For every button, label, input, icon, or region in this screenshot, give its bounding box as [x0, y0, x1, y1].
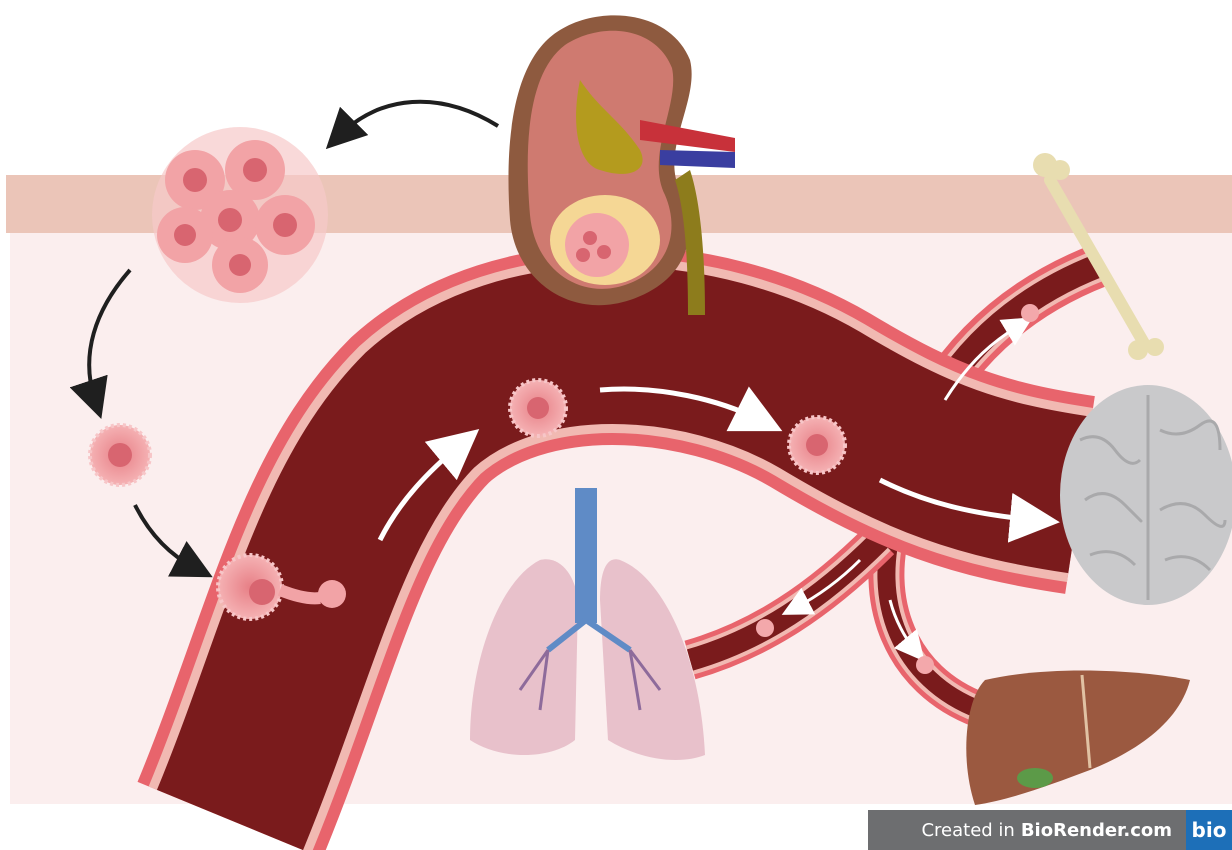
small-tumor-cell — [916, 656, 934, 674]
biorender-credit-badge: Created in BioRender.com bio — [868, 810, 1232, 850]
small-tumor-cell — [1021, 304, 1039, 322]
circulating-tumor-cell — [789, 417, 845, 473]
credit-brand: BioRender.com — [1021, 820, 1172, 841]
process-arrow — [340, 102, 498, 135]
brain-icon — [1060, 385, 1232, 605]
detached-tumor-cell — [90, 425, 150, 485]
kidney-icon — [508, 15, 735, 315]
credit-text: Created in BioRender.com — [868, 810, 1186, 850]
credit-prefix: Created in — [921, 820, 1014, 841]
biorender-logo: bio — [1186, 810, 1232, 850]
small-tumor-cell — [756, 619, 774, 637]
tumor-cluster — [152, 127, 328, 303]
circulating-tumor-cell — [510, 380, 566, 436]
